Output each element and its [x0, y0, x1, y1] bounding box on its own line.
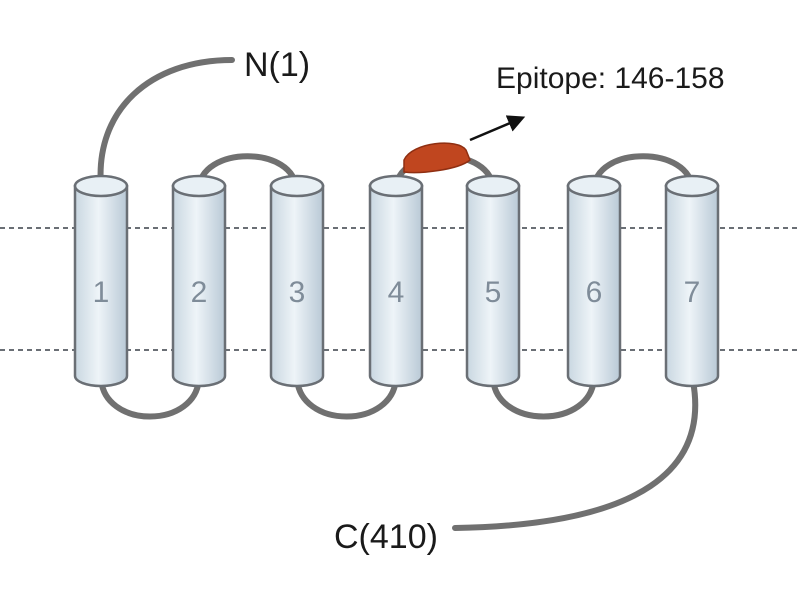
helix-number-label: 7	[684, 276, 701, 309]
helix-1: 1	[73, 174, 129, 388]
helix-top-cap	[566, 174, 622, 198]
intracellular-loop-2	[294, 373, 399, 420]
helix-top-cap	[269, 174, 325, 198]
epitope-region	[403, 142, 471, 174]
helix-number-label: 3	[289, 276, 306, 309]
helix-body	[664, 184, 720, 388]
epitope-label: Epitope: 146-158	[496, 62, 725, 95]
helix-number-label: 6	[586, 276, 603, 309]
helix-top-cap	[368, 174, 424, 198]
intracellular-loop-3	[490, 373, 597, 420]
helix-number-label: 5	[485, 276, 502, 309]
helix-body	[269, 184, 325, 388]
arrow-icon	[469, 115, 526, 142]
c-terminal-tail	[452, 373, 699, 531]
helix-body	[368, 184, 424, 388]
helix-number-label: 4	[388, 276, 405, 309]
helix-body	[73, 184, 129, 388]
helix-4: 4	[368, 174, 424, 388]
helix-body	[465, 184, 521, 388]
intracellular-loop-1	[98, 373, 202, 420]
helix-3: 3	[269, 174, 325, 388]
helix-top-cap	[465, 174, 521, 198]
helix-number-label: 1	[93, 276, 110, 309]
helix-body	[566, 184, 622, 388]
transmembrane-helices: 1 2 3 4 5 6 7	[73, 174, 720, 388]
n-terminal-tail	[97, 57, 235, 189]
helix-top-cap	[664, 174, 720, 198]
helix-7: 7	[664, 174, 720, 388]
helix-5: 5	[465, 174, 521, 388]
c-terminus-label: C(410)	[334, 518, 438, 556]
n-terminus-label: N(1)	[244, 46, 310, 84]
helix-2: 2	[171, 174, 227, 388]
helix-top-cap	[73, 174, 129, 198]
helix-body	[171, 184, 227, 388]
helix-number-label: 2	[191, 276, 208, 309]
helix-top-cap	[171, 174, 227, 198]
helix-6: 6	[566, 174, 622, 388]
